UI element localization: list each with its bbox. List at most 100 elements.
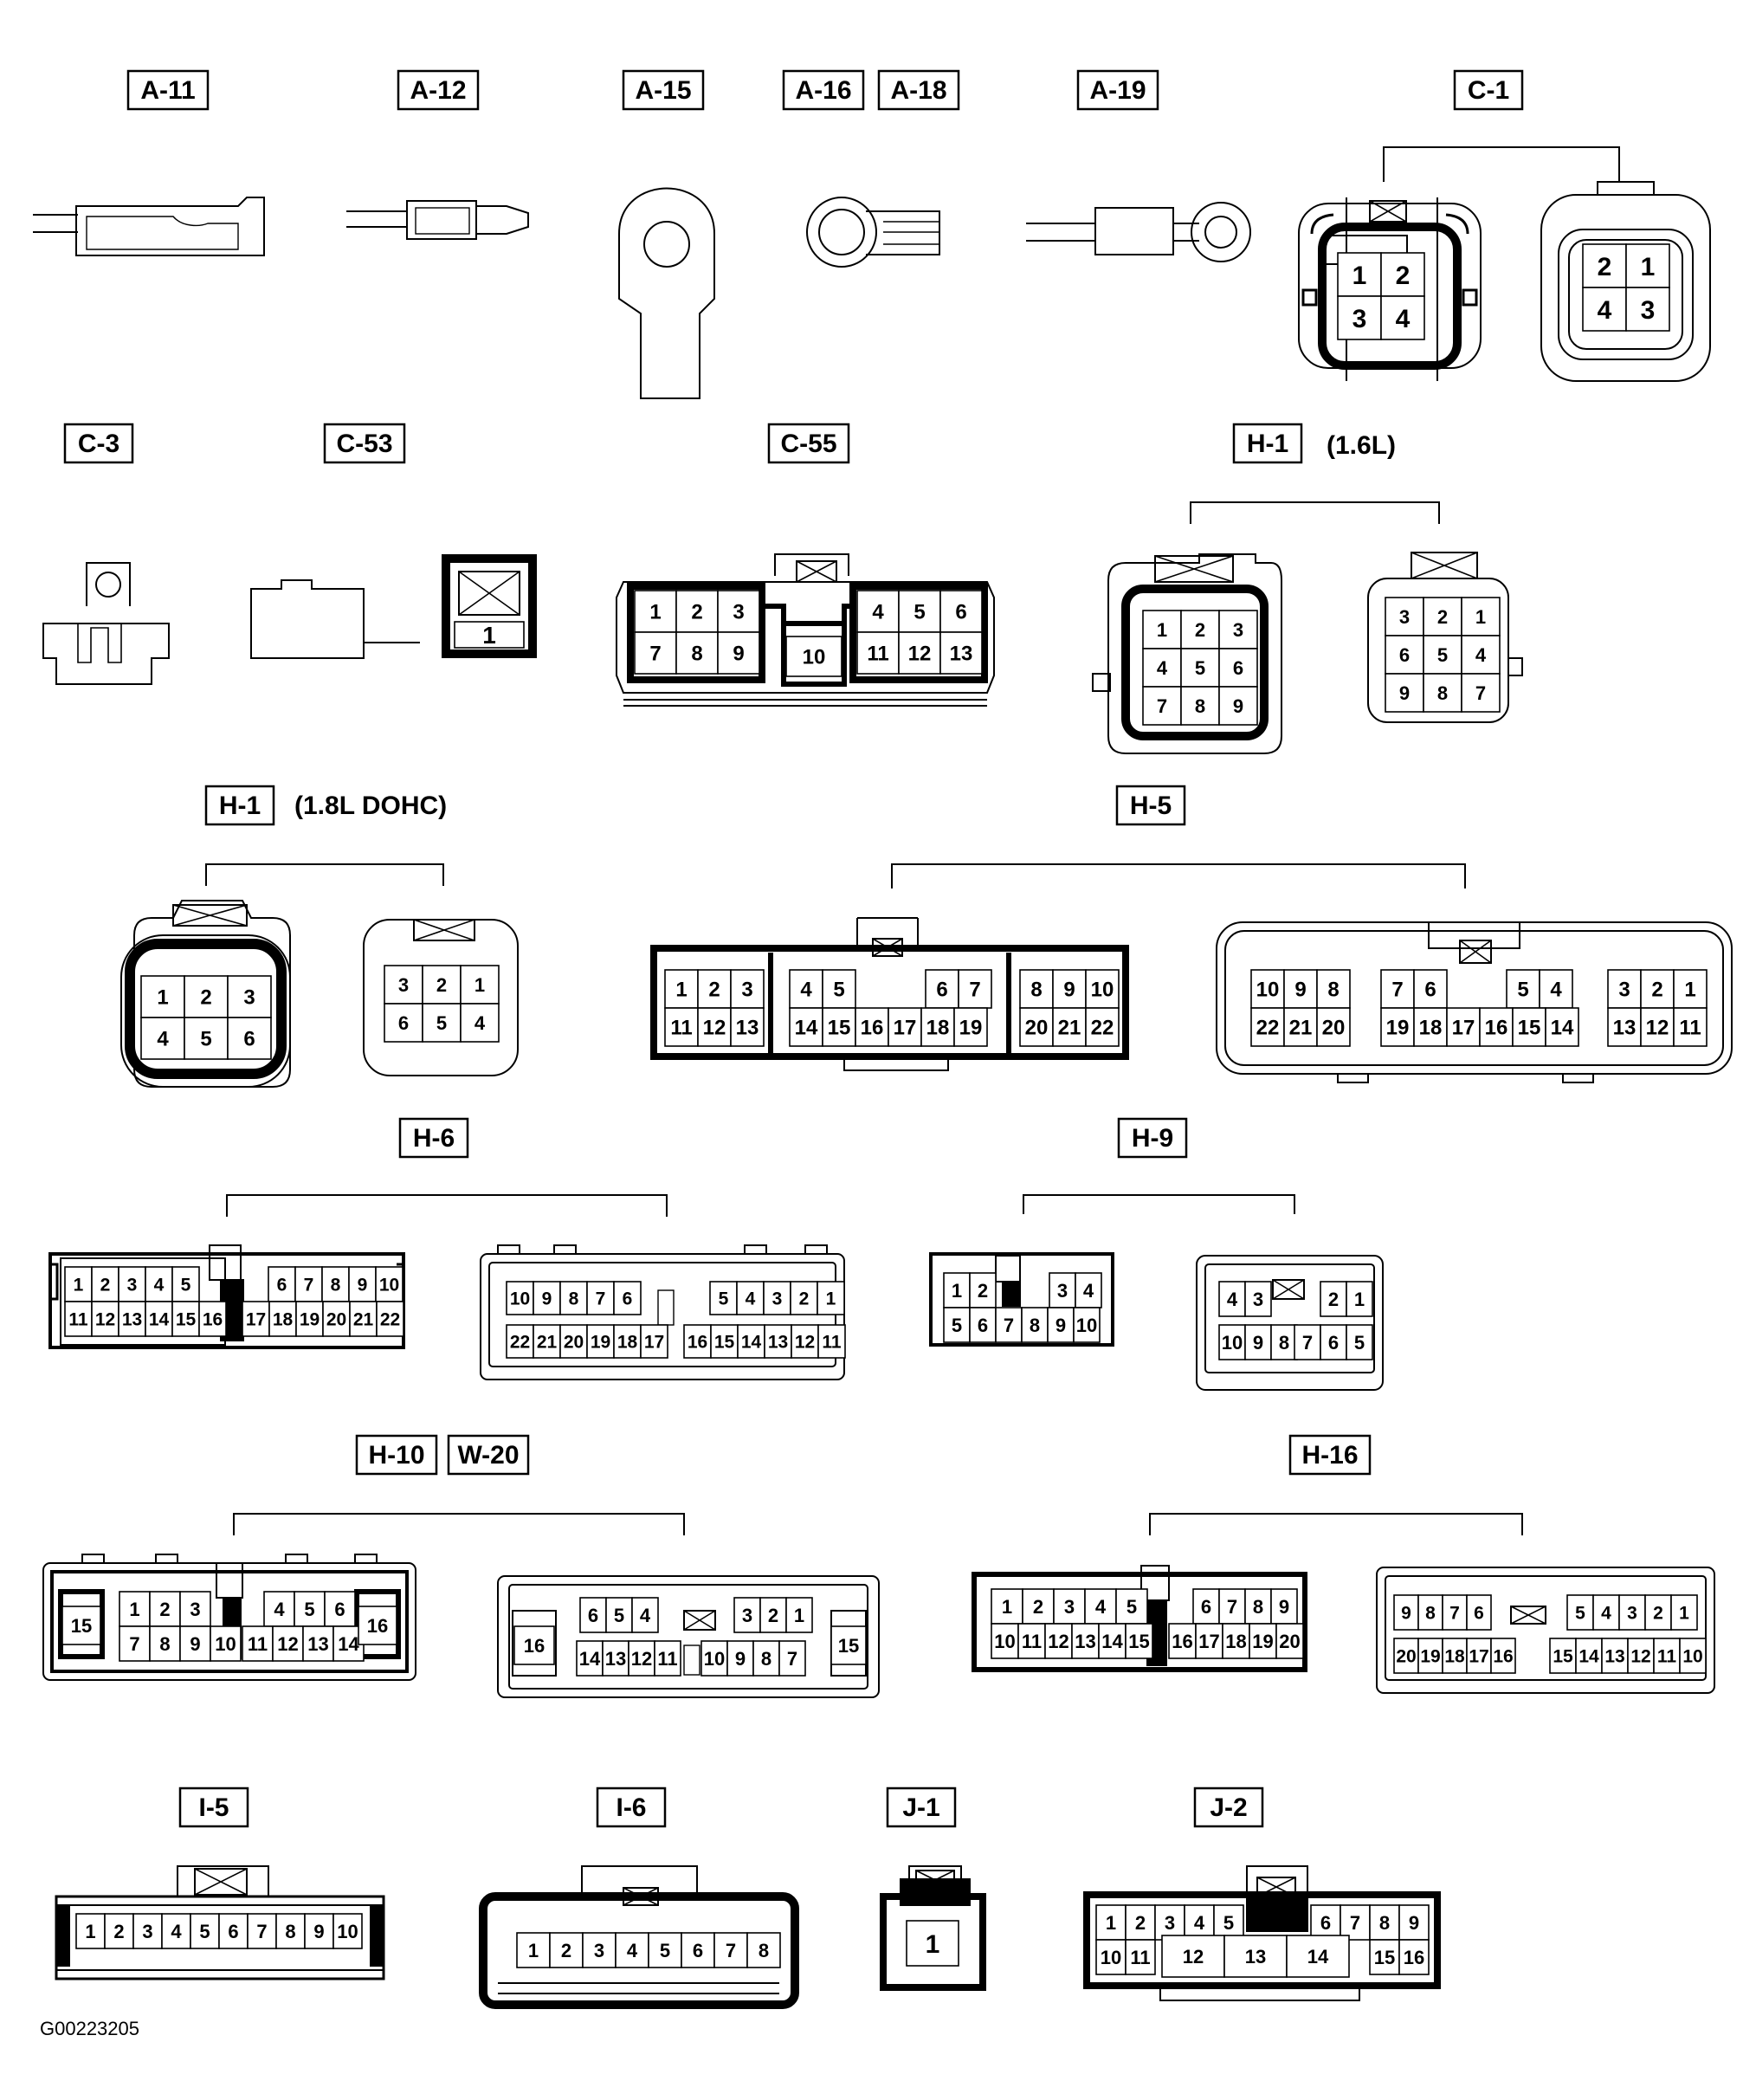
pin-number: 9: [1294, 979, 1306, 1002]
pin-number: 2: [1195, 619, 1205, 641]
lock-tab: [413, 919, 475, 941]
pin-number: 8: [761, 1648, 771, 1670]
pin-number: 17: [1198, 1631, 1219, 1652]
pin-cell: [1049, 1272, 1076, 1308]
pin-cell: [613, 1281, 642, 1315]
pin-number: 4: [746, 1289, 756, 1309]
wire-line: [172, 904, 248, 927]
pin-cell: [764, 1324, 792, 1359]
pin-cell: [1142, 610, 1182, 649]
pin-number: 4: [872, 601, 884, 624]
pin-cell: [190, 1913, 220, 1949]
pin-number: 1: [952, 1280, 962, 1302]
connector-outline: [683, 1644, 700, 1676]
connector-label: C-53: [336, 430, 392, 458]
pin-cell: [140, 1017, 185, 1060]
pin-cell: [579, 1597, 607, 1633]
pin-number: 11: [1022, 1631, 1042, 1652]
pin-number: 8: [1253, 1596, 1263, 1618]
pin-number: 1: [826, 1289, 836, 1309]
pin-number: 5: [199, 1921, 210, 1942]
pin-number: 1: [74, 1276, 84, 1296]
connector-shape: [616, 581, 995, 694]
pin-cell: [422, 1003, 462, 1043]
pair-bracket: [1190, 501, 1440, 524]
pin-cell: [132, 1913, 163, 1949]
pin-number: 10: [1256, 979, 1280, 1002]
wire-line: [413, 919, 475, 941]
pin-cell: [1270, 1324, 1298, 1360]
pin-number: 8: [569, 1289, 579, 1309]
pin-cell: [713, 1932, 748, 1968]
pin-cell: [1545, 1007, 1579, 1047]
pin-number: 12: [631, 1648, 652, 1670]
pin-number: 6: [936, 979, 947, 1002]
pin-cell: [324, 1591, 356, 1627]
connector-label-box: [355, 1434, 438, 1476]
pin-cell: [1180, 610, 1220, 649]
pin-number: 22: [510, 1333, 530, 1353]
connector-label: A-11: [140, 76, 195, 105]
wire-line: [1459, 940, 1492, 964]
pin-number: 2: [159, 1599, 170, 1620]
connector-label-box: [323, 423, 406, 464]
ring-terminal: [1204, 216, 1237, 249]
pin-number: 12: [703, 1017, 726, 1040]
pin-number: 6: [693, 1940, 703, 1961]
pin-number: 10: [1101, 1947, 1121, 1968]
pin-number: 5: [1223, 1912, 1234, 1934]
connector-shape: [774, 553, 849, 576]
pin-number: 13: [1245, 1946, 1266, 1968]
pin-cell: [1380, 295, 1425, 340]
pin-number: 22: [1091, 1017, 1114, 1040]
pin-number: 4: [1095, 1596, 1107, 1618]
lock-tab: [194, 1868, 248, 1896]
pin-number: 18: [273, 1310, 294, 1330]
connector-shape: [86, 562, 131, 606]
pin-number: 19: [1420, 1647, 1440, 1667]
connector-label-box: [596, 1787, 667, 1828]
pin-number: 9: [542, 1289, 552, 1309]
pin-number: 12: [277, 1633, 298, 1655]
pin-cell: [210, 1625, 242, 1662]
pin-number: 10: [1222, 1332, 1243, 1354]
pin-cell: [1640, 969, 1675, 1009]
pin-cell: [654, 1640, 681, 1677]
lock-tab: [1510, 1606, 1546, 1625]
pin-number: 7: [1227, 1596, 1237, 1618]
pin-cell: [1549, 1638, 1577, 1674]
pin-cell: [149, 1591, 181, 1627]
pin-number: 2: [1328, 1289, 1339, 1310]
pin-cell: [648, 1932, 682, 1968]
pin-number: 8: [691, 643, 702, 666]
pin-number: 1: [157, 986, 168, 1010]
pin-cell: [634, 590, 677, 633]
pin-number: 17: [1452, 1017, 1475, 1040]
connector-label: C-55: [780, 430, 836, 458]
pin-number: 4: [1601, 1604, 1611, 1624]
pin-number: 2: [200, 986, 211, 1010]
pin-number: 3: [142, 1921, 152, 1942]
pin-cell: [969, 1307, 997, 1343]
lock-tab: [172, 904, 248, 927]
pin-cell: [634, 631, 677, 675]
pin-cell: [218, 1913, 249, 1949]
pin-cell: [1653, 1638, 1681, 1674]
pin-number: 3: [398, 974, 409, 996]
pin-cell: [898, 590, 941, 633]
pin-number: 1: [1157, 619, 1167, 641]
pin-number: 13: [1075, 1631, 1095, 1652]
pin-number: 3: [1165, 1912, 1175, 1934]
pin-number: 9: [1279, 1596, 1289, 1618]
connector-label-box: [1117, 1117, 1188, 1159]
pin-cell: [717, 590, 760, 633]
pair-bracket: [891, 863, 1466, 888]
wire-line: [194, 1868, 248, 1896]
pin-number: 21: [353, 1310, 374, 1330]
pin-cell: [1337, 295, 1382, 340]
pin-number: 2: [978, 1280, 988, 1302]
connector-label: W-20: [457, 1441, 519, 1470]
pin-number: 3: [243, 986, 255, 1010]
pin-cell: [1625, 287, 1670, 332]
